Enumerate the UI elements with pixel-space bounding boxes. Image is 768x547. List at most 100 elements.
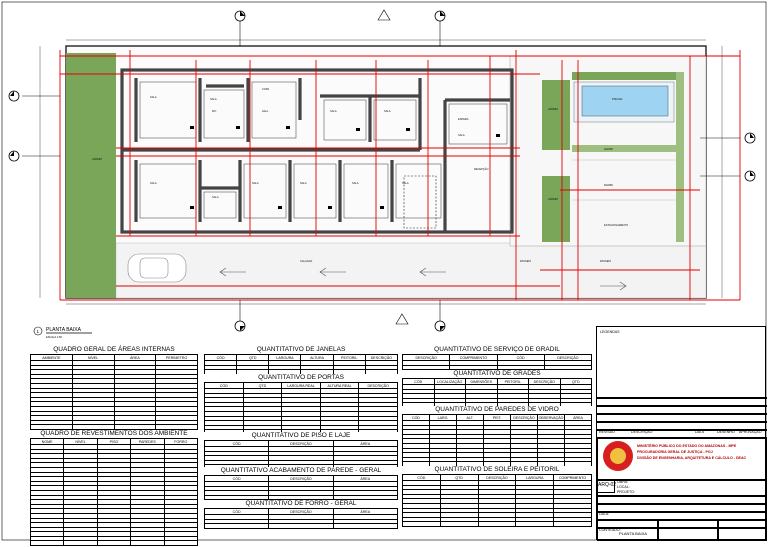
room-tag: RECEPÇÃO [474,166,489,171]
data-label: DATA: [599,512,610,516]
table-row [402,521,592,527]
room-tag: SALA [210,97,217,101]
column-header: FORRO [163,438,199,445]
table-row [402,443,592,449]
sheet-code: ARQ-02 [598,482,617,488]
room-tag: CALÇADA [300,259,313,263]
left-lawn [66,53,116,298]
pool [581,85,669,117]
car-icon [127,253,187,283]
table-row [203,523,399,529]
projeto-label: PROJETO: [617,490,635,494]
org-line2: PROCURADORIA GERAL DE JUSTIÇA - PGJ [637,450,713,454]
column-header: ÁREA [332,508,399,515]
garden-bed-top [542,80,570,150]
room-tag: JARDIM [548,197,558,201]
plan-label: PLANTA BAIXA [46,327,82,333]
table-title: QUANTITATIVO DE FORRO - GERAL [245,500,357,507]
room-tag: SALA [150,181,157,185]
hedge-right [676,72,684,242]
conteudo-value: PLANTA BAIXA [619,531,647,536]
room-tag: PASSEIO [600,259,611,263]
plan-number: 1 [37,329,40,334]
column-header: CÓD [204,382,244,389]
room-tag: SALA [212,195,219,199]
room-tag: RAMPA [604,147,613,151]
room-tag: SALA [352,181,359,185]
table-cell [477,521,517,527]
room-tag: WC [212,109,216,113]
org-logo-inner-icon [610,448,626,464]
org-line1: MINISTÉRIO PÚBLICO DO ESTADO DO AMAZONAS… [637,444,737,448]
garden-bed-bottom [542,176,570,242]
room-tag: ESTACIONAMENTO [604,223,628,227]
room-tag: JARDIM [92,157,102,161]
room-tag: SALA [384,109,391,113]
table-cell [268,523,334,529]
room-tag: PASSEIO [520,259,531,263]
table-cell [515,521,555,527]
column-header: ÁREA [564,414,592,421]
table-title: QUANTITATIVO DE PISO E LAJE [251,432,351,439]
conteudo-label: CONTEÚDO: [599,528,621,532]
local-label: LOCAL: [617,485,630,489]
building-walls [120,68,514,234]
front-sidewalk [115,242,707,299]
column-header: PERÍMETRO [155,354,198,361]
column-header: DESCRIÇÃO [543,354,593,361]
column-header: ÁREA [332,440,399,447]
table-title: QUANTITATIVO ACABAMENTO DE PAREDE - GERA… [220,467,382,474]
table-title: QUANTITATIVO DE JANELAS [256,346,346,353]
revision-column-header: DATA [695,430,705,434]
room-tag: SALA [330,109,337,113]
revision-column-header: DESENHO [717,430,735,434]
room-tag: SALA [300,181,307,185]
table-row [402,503,592,509]
plan-scale: ESCALA 1:50 [46,335,62,339]
notes-label: LEGENDAS [600,330,620,334]
room-tag: HALL [262,109,269,113]
table-cell [364,369,399,375]
hedge-mid [572,145,676,152]
column-header: DESCRIÇÃO [358,382,398,389]
table-row [402,433,592,440]
table-title: QUADRO DE REVESTIMENTOS DOS AMBIENTE [40,430,188,437]
table-title: QUANTITATIVO DE PAREDES DE VIDRO [435,406,559,413]
table-cell [439,521,479,527]
obra-label: OBRA: [617,480,629,484]
room-tag: PISCINA [612,97,623,101]
table-row [402,493,592,500]
room-tag: ESPERA [458,117,469,121]
hedge-top [572,72,676,80]
table-cell [203,523,270,529]
column-header: QTD [559,378,592,385]
column-header: COMPRIMENTO [553,474,592,481]
table-title: QUANTITATIVO DE SOLEIRA E PEITORIL [434,466,560,473]
table-row [203,369,399,375]
room-tag: JARDIM [548,107,558,111]
table-title: QUADRO GERAL DE ÁREAS INTERNAS [53,346,175,353]
room-tag: SALA [458,133,465,137]
room-tag: RAMPA [604,183,613,187]
red-grid-lines [59,50,741,301]
room-tag: SALA [402,181,409,185]
table-title: QUANTITATIVO DE PORTAS [258,374,344,381]
revision-column-header: DESCRIÇÃO [631,430,653,434]
room-tag: SALA [150,95,157,99]
